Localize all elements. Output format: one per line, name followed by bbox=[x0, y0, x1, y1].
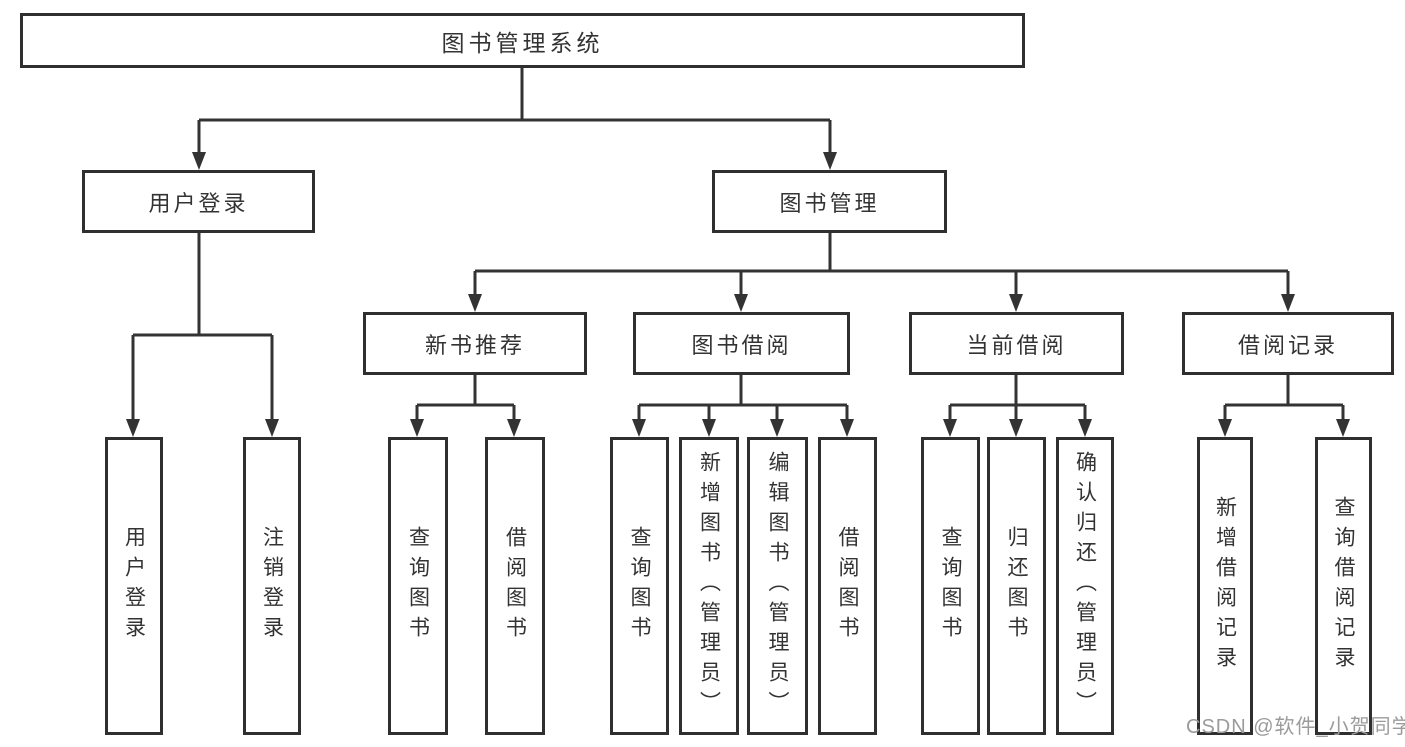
node-label: 查询图书 bbox=[406, 526, 430, 646]
node-query-books-current: 查询图书 bbox=[921, 437, 980, 735]
node-borrow-books-borrowing: 借阅图书 bbox=[818, 437, 877, 735]
node-logout: 注销登录 bbox=[243, 437, 301, 735]
csdn-watermark: CSDN @软件_小贺同学 bbox=[1186, 716, 1405, 738]
node-edit-books-admin: 编辑图书（管理员） bbox=[747, 437, 808, 735]
node-label: 借阅图书 bbox=[503, 526, 527, 646]
node-label: 确认归还（管理员） bbox=[1073, 451, 1097, 721]
node-label: 查询图书 bbox=[939, 526, 962, 646]
node-label: 用户登录 bbox=[122, 526, 146, 646]
node-label: 图书管理系统 bbox=[441, 29, 604, 56]
node-label: 归还图书 bbox=[1005, 526, 1028, 646]
node-add-books-admin: 新增图书（管理员） bbox=[679, 437, 739, 735]
node-book-management-module: 图书管理 bbox=[712, 170, 947, 233]
node-book-borrowing: 图书借阅 bbox=[633, 312, 850, 375]
node-borrow-records: 借阅记录 bbox=[1182, 312, 1394, 375]
node-label: 新增借阅记录 bbox=[1213, 496, 1237, 676]
node-label: 借阅图书 bbox=[836, 526, 859, 646]
node-query-borrow-record: 查询借阅记录 bbox=[1315, 437, 1372, 735]
node-query-books-borrowing: 查询图书 bbox=[610, 437, 669, 735]
node-confirm-return-admin: 确认归还（管理员） bbox=[1056, 437, 1114, 735]
node-user-login: 用户登录 bbox=[105, 437, 163, 735]
node-current-borrowing: 当前借阅 bbox=[909, 312, 1124, 375]
node-user-login-module: 用户登录 bbox=[82, 170, 315, 233]
node-label: 新增图书（管理员） bbox=[697, 451, 721, 721]
node-label: 编辑图书（管理员） bbox=[766, 451, 789, 721]
node-label: 用户登录 bbox=[148, 190, 249, 216]
node-label: 新书推荐 bbox=[424, 332, 525, 358]
node-query-books-recommend: 查询图书 bbox=[388, 437, 448, 735]
node-label: 图书管理 bbox=[779, 190, 880, 216]
node-new-book-recommend: 新书推荐 bbox=[363, 312, 587, 375]
node-label: 查询借阅记录 bbox=[1332, 496, 1355, 676]
node-library-management-system: 图书管理系统 bbox=[20, 13, 1025, 68]
node-label: 图书借阅 bbox=[691, 332, 792, 358]
node-borrow-books-recommend: 借阅图书 bbox=[485, 437, 545, 735]
node-label: 当前借阅 bbox=[966, 332, 1067, 358]
node-label: 注销登录 bbox=[260, 526, 284, 646]
node-return-books: 归还图书 bbox=[987, 437, 1046, 735]
node-add-borrow-record: 新增借阅记录 bbox=[1197, 437, 1253, 735]
node-label: 借阅记录 bbox=[1237, 332, 1338, 358]
node-label: 查询图书 bbox=[628, 526, 651, 646]
